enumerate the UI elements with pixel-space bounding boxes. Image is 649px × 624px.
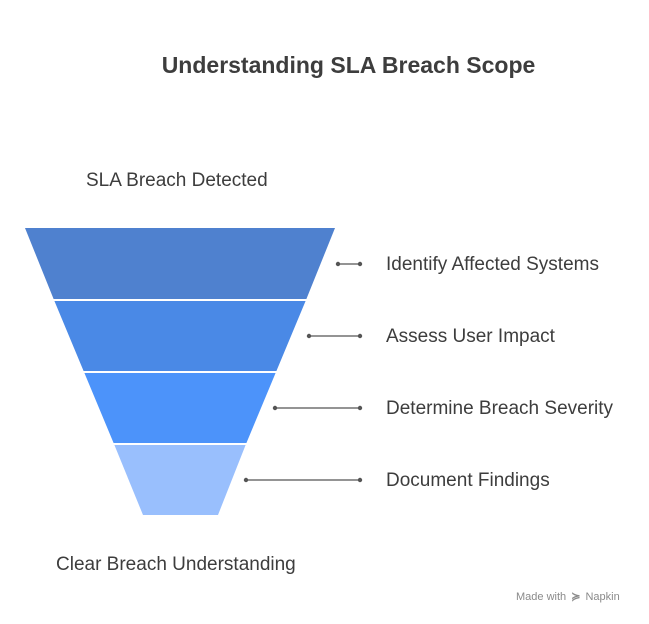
funnel-layer-2 bbox=[54, 300, 306, 372]
step-label-1: Identify Affected Systems bbox=[386, 254, 599, 275]
funnel-bottom-label: Clear Breach Understanding bbox=[56, 554, 296, 575]
connector-4 bbox=[243, 477, 363, 483]
connector-1 bbox=[335, 261, 363, 267]
step-label-2: Assess User Impact bbox=[386, 326, 555, 347]
diagram-title: Understanding SLA Breach Scope bbox=[161, 52, 536, 78]
step-label-4: Document Findings bbox=[386, 470, 550, 491]
funnel-layer-4 bbox=[114, 444, 246, 515]
funnel-top-label: SLA Breach Detected bbox=[86, 170, 268, 191]
watermark-prefix: Made with bbox=[516, 591, 567, 603]
funnel-layer-3 bbox=[84, 372, 276, 444]
connector-2 bbox=[306, 333, 363, 339]
connector-3 bbox=[272, 405, 363, 411]
funnel-layer-1 bbox=[25, 228, 335, 300]
napkin-watermark[interactable]: Made with ≽ Napkin bbox=[516, 590, 620, 603]
watermark-brand: Napkin bbox=[585, 591, 620, 603]
step-label-3: Determine Breach Severity bbox=[386, 398, 614, 419]
napkin-logo-icon: ≽ bbox=[571, 591, 581, 603]
